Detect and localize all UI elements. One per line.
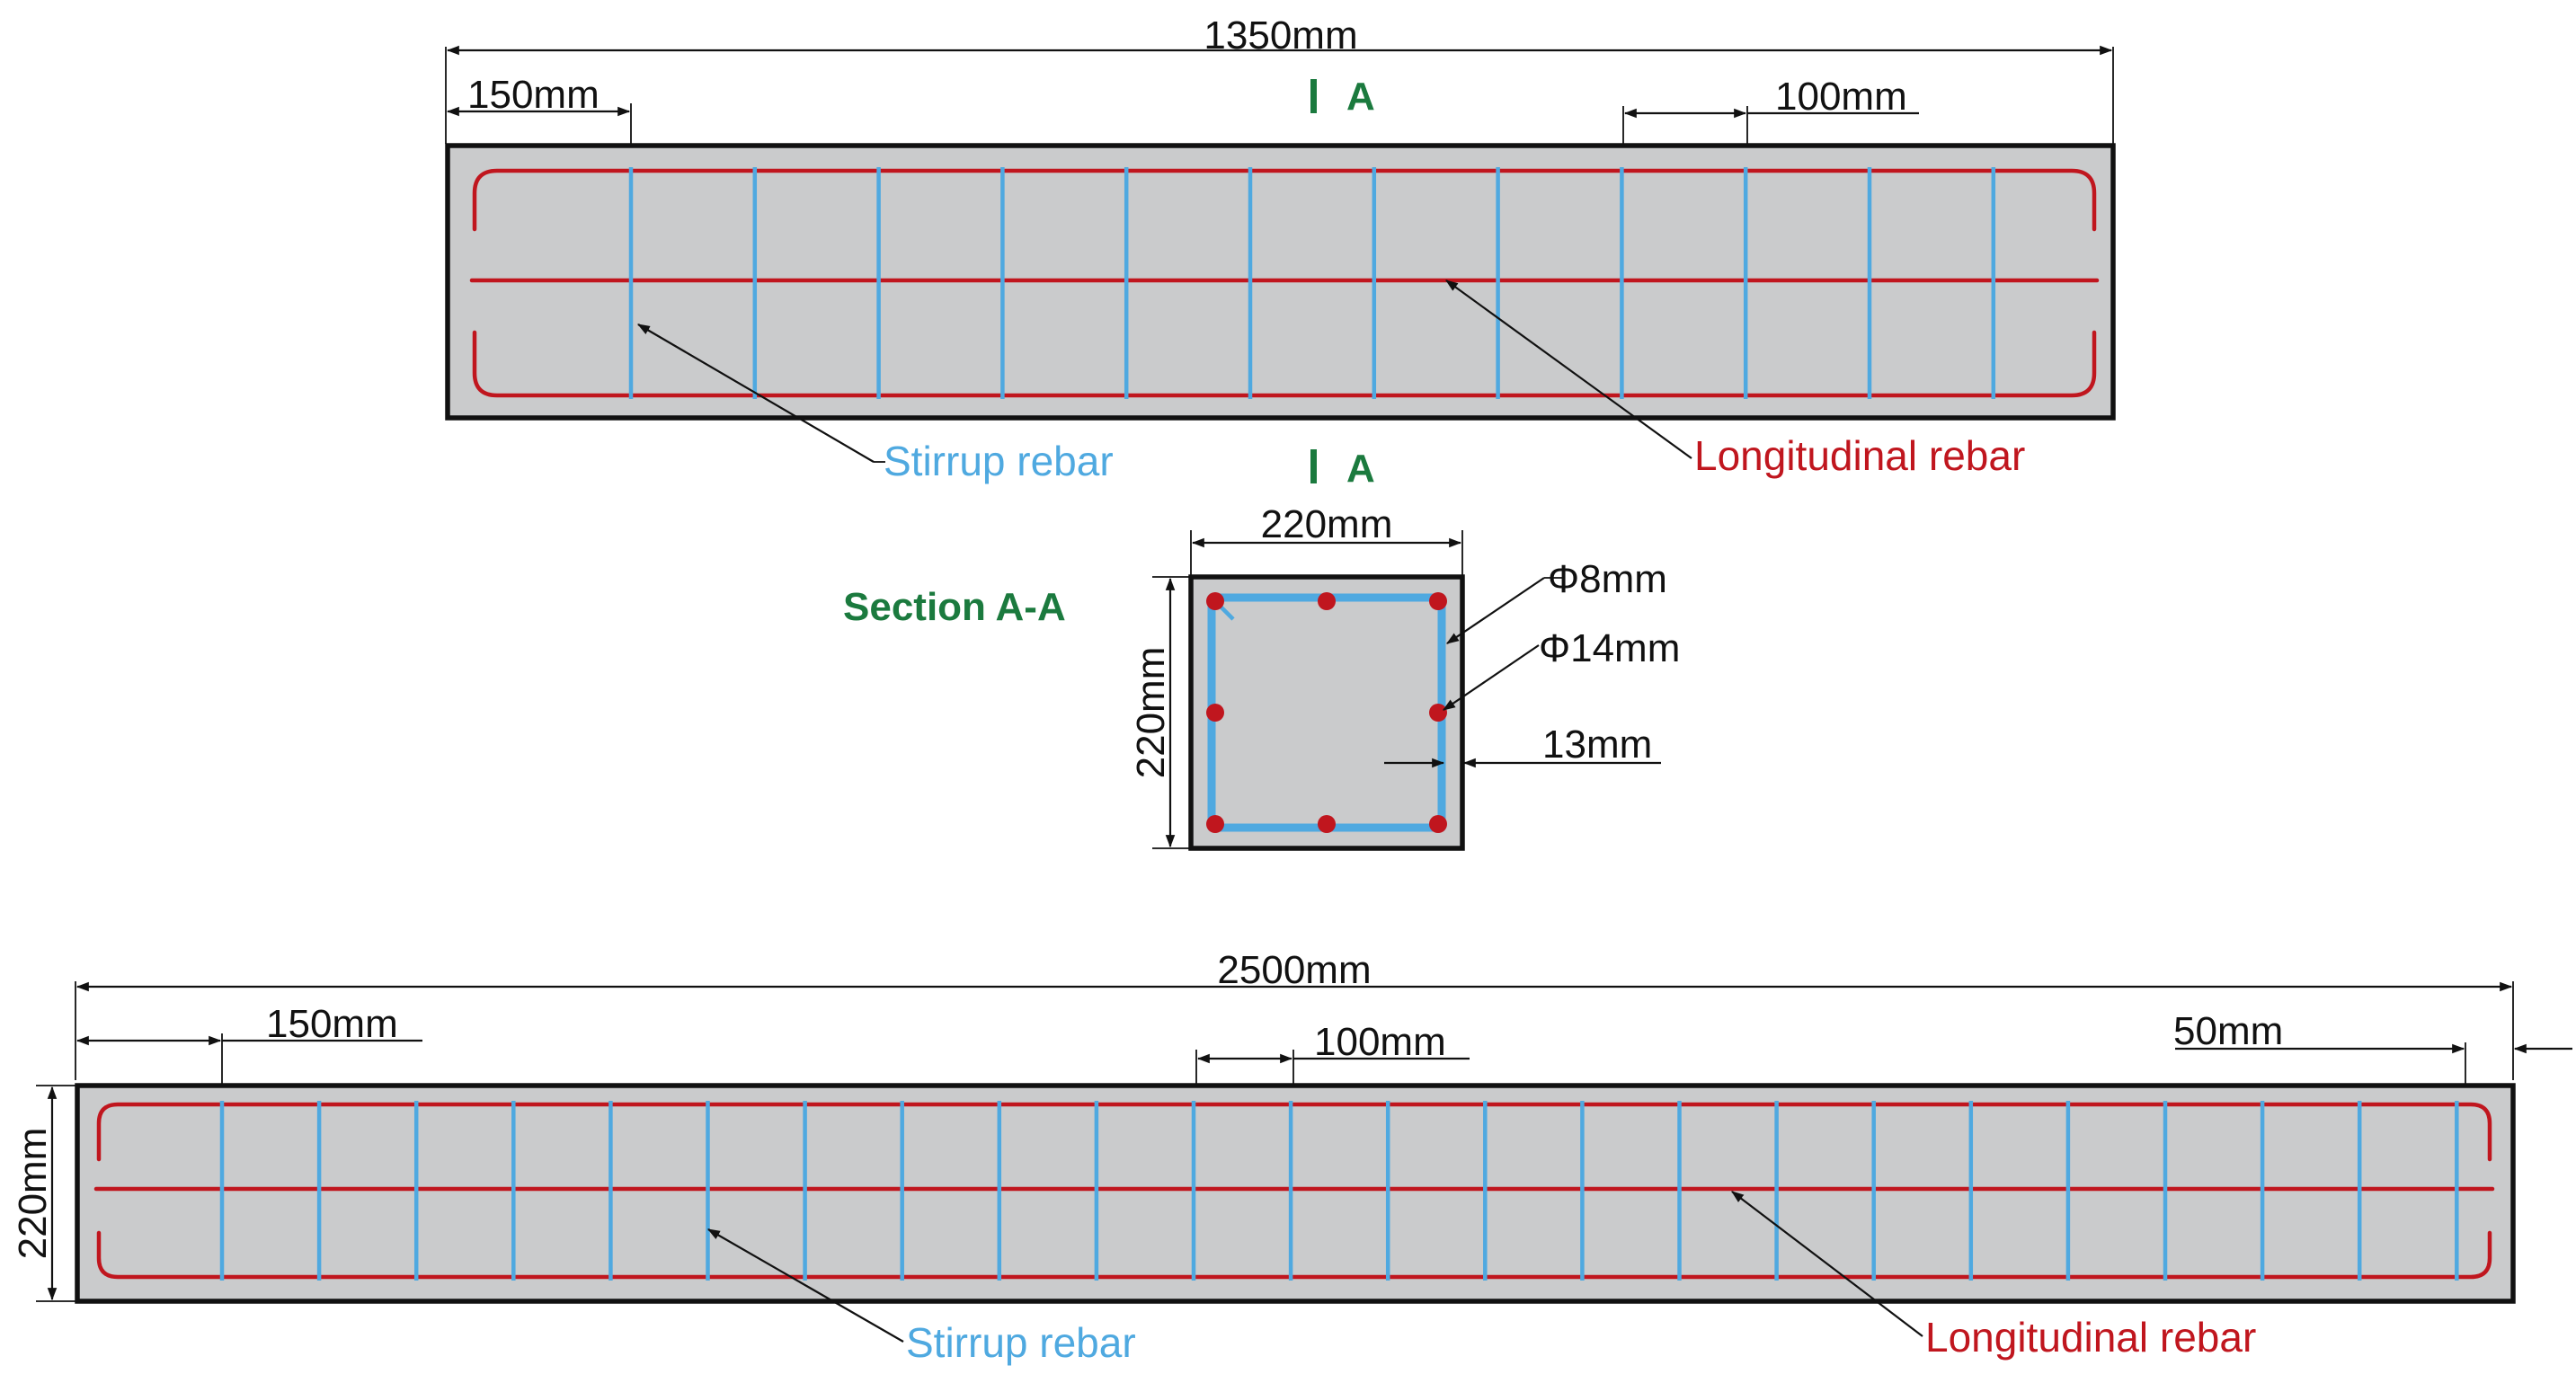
bottom-spacing-label: 100mm [1314, 1020, 1446, 1064]
bottom-height-dimension: 220mm [11, 1085, 76, 1302]
top-length-dimension: 1350mm [445, 13, 2114, 144]
stirrup-diameter-callout: Φ8mm [1446, 557, 1667, 644]
bottom-height-label: 220mm [11, 1128, 55, 1260]
top-end-offset-dimension: 150mm [446, 73, 632, 166]
section-height-label: 220mm [1129, 647, 1173, 779]
bottom-beam: 2500mm 150mm 100mm 50mm 2 [11, 948, 2572, 1366]
rebar-dot [1318, 592, 1336, 610]
cover-dimension: 13mm [1384, 723, 1661, 768]
rebar-dot [1318, 815, 1336, 833]
bottom-longitudinal-rebars [93, 1102, 2495, 1280]
rebar-dot [1429, 592, 1447, 610]
bottom-stirrups [219, 1101, 2459, 1281]
top-length-label: 1350mm [1204, 13, 1357, 58]
bottom-end-cover-dimension: 50mm [2173, 1009, 2572, 1105]
section-cut-mark-top: A [1310, 75, 1375, 119]
top-stirrups [628, 167, 1996, 399]
rebar-dot [1206, 592, 1224, 610]
section-rebars [1206, 592, 1447, 833]
section-width-dimension: 220mm [1190, 502, 1463, 580]
bottom-stirrup-label: Stirrup rebar [906, 1319, 1136, 1366]
bottom-end-cover-label: 50mm [2173, 1009, 2283, 1053]
rebar-dot [1429, 704, 1447, 722]
cut-mark-bottom-letter: A [1346, 447, 1375, 491]
bottom-end-offset-label: 150mm [266, 1002, 398, 1046]
bottom-stirrup-leader: Stirrup rebar [706, 1228, 1136, 1366]
rebar-diameter-label: Φ14mm [1539, 626, 1680, 670]
section-body [1188, 574, 1465, 851]
cover-label: 13mm [1542, 723, 1652, 767]
bottom-beam-body [75, 1083, 2516, 1304]
top-stirrup-leader: Stirrup rebar [636, 324, 1114, 484]
section-title: Section A-A [843, 585, 1066, 629]
cut-mark-top-letter: A [1346, 75, 1375, 119]
top-longitudinal-label: Longitudinal rebar [1694, 432, 2025, 479]
bottom-longitudinal-leader: Longitudinal rebar [1731, 1191, 2256, 1361]
section-width-label: 220mm [1261, 502, 1393, 546]
rebar-dot [1429, 815, 1447, 833]
bottom-end-offset-dimension: 150mm [76, 1002, 422, 1105]
top-longitudinal-rebars [469, 168, 2100, 398]
section-height-dimension: 220mm [1129, 576, 1191, 849]
top-longitudinal-leader: Longitudinal rebar [1445, 279, 2025, 479]
bottom-length-label: 2500mm [1217, 948, 1371, 992]
rebar-diameter-callout: Φ14mm [1443, 626, 1680, 711]
top-spacing-dimension: 100mm [1622, 75, 1919, 166]
top-stirrup-label: Stirrup rebar [884, 438, 1114, 484]
rebar-dot [1206, 815, 1224, 833]
top-end-offset-label: 150mm [467, 73, 600, 117]
top-beam: 1350mm 150mm 100mm A A [445, 13, 2116, 491]
stirrup-diameter-label: Φ8mm [1548, 557, 1667, 601]
bottom-longitudinal-label: Longitudinal rebar [1925, 1314, 2256, 1361]
bottom-length-dimension: 2500mm [75, 948, 2514, 1080]
bottom-spacing-dimension: 100mm [1195, 1020, 1470, 1105]
section-cut-mark-bottom: A [1310, 447, 1375, 491]
top-spacing-label: 100mm [1775, 75, 1907, 119]
rebar-dot [1206, 704, 1224, 722]
section-view: Section A-A 220mm 220mm [843, 502, 1680, 851]
